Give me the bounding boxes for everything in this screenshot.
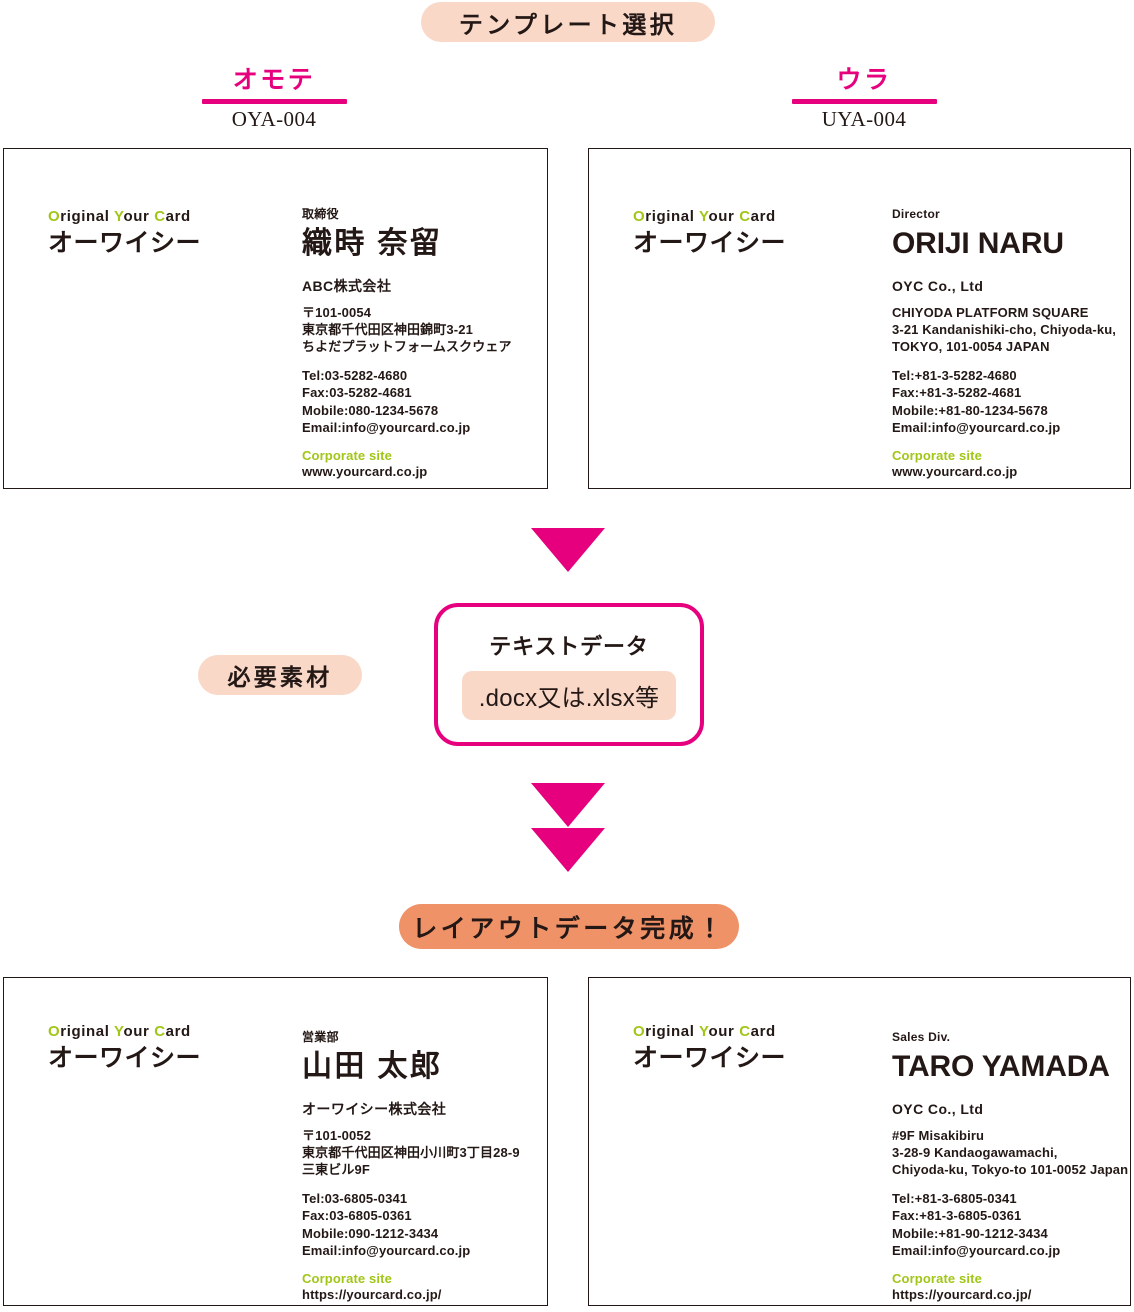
result-card-back-english: Original Your Card オーワイシー Sales Div. TAR… [588, 977, 1131, 1306]
card-job-title: 取締役 [302, 207, 339, 221]
card-site-label: Corporate site [302, 1270, 392, 1286]
layout-complete-badge: レイアウトデータ完成！ [399, 904, 739, 949]
text-data-formats-chip: .docx又は.xlsx等 [461, 671, 677, 720]
card-contact-fax: Fax:03-6805-0361 [302, 1208, 412, 1224]
card-company-name: ABC株式会社 [302, 278, 392, 295]
text-data-box: テキストデータ .docx又は.xlsx等 [434, 603, 704, 746]
card-site-label: Corporate site [892, 1270, 982, 1286]
card-contact-tel: Tel:+81-3-6805-0341 [892, 1190, 1017, 1206]
card-address-line: TOKYO, 101-0054 JAPAN [892, 339, 1050, 355]
card-contact-fax: Fax:+81-3-5282-4681 [892, 385, 1022, 401]
card-job-title: 営業部 [302, 1030, 339, 1044]
card-address: CHIYODA PLATFORM SQUARE 3-21 Kandanishik… [892, 305, 1116, 356]
card-person-name: 山田 太郎 [302, 1049, 443, 1083]
template-card-front-japanese: Original Your Card オーワイシー 取締役 織時 奈留 ABC株… [3, 148, 548, 489]
back-side-heading: ウラ UYA-004 [724, 66, 1004, 132]
card-address-line: 〒101-0054 [302, 305, 372, 321]
card-contact: Tel:03-5282-4680 Fax:03-5282-4681 Mobile… [302, 367, 512, 437]
template-selection-badge: テンプレート選択 [421, 2, 715, 42]
card-site: Corporate site https://yourcard.co.jp/ [302, 1271, 520, 1304]
card-contact-email: Email:info@yourcard.co.jp [892, 420, 1061, 436]
card-info: 営業部 山田 太郎 オーワイシー株式会社 〒101-0052 東京都千代田区神田… [302, 1030, 520, 1303]
card-logo-kana: オーワイシー [48, 228, 202, 257]
card-company-name: オーワイシー株式会社 [302, 1101, 447, 1118]
card-person-name: TARO YAMADA [892, 1049, 1110, 1083]
card-contact-fax: Fax:03-5282-4681 [302, 385, 412, 401]
card-site-url: https://yourcard.co.jp/ [892, 1286, 1032, 1302]
card-logo: Original Your Card オーワイシー [48, 208, 202, 259]
arrow-down-icon [531, 528, 605, 572]
card-contact-tel: Tel:03-6805-0341 [302, 1190, 408, 1206]
card-person-name: ORIJI NARU [892, 226, 1064, 260]
card-info: 取締役 織時 奈留 ABC株式会社 〒101-0054 東京都千代田区神田錦町3… [302, 207, 512, 480]
card-site: Corporate site https://yourcard.co.jp/ [892, 1271, 1128, 1304]
card-contact: Tel:+81-3-5282-4680 Fax:+81-3-5282-4681 … [892, 367, 1116, 437]
card-site: Corporate site www.yourcard.co.jp [302, 448, 512, 481]
card-contact-email: Email:info@yourcard.co.jp [892, 1243, 1061, 1259]
card-info: Director ORIJI NARU OYC Co., Ltd CHIYODA… [892, 207, 1116, 480]
card-job-title: Director [892, 207, 940, 221]
card-address: 〒101-0054 東京都千代田区神田錦町3-21 ちよだプラットフォームスクウ… [302, 305, 512, 356]
card-contact-tel: Tel:+81-3-5282-4680 [892, 367, 1017, 383]
card-contact-mobile: Mobile:+81-80-1234-5678 [892, 402, 1048, 418]
card-logo-english: Original Your Card [633, 208, 776, 225]
card-contact-mobile: Mobile:080-1234-5678 [302, 402, 439, 418]
arrow-down-icon [531, 828, 605, 872]
required-material-badge: 必要素材 [198, 655, 362, 695]
text-data-title: テキストデータ [489, 634, 649, 659]
card-address: #9F Misakibiru 3-28-9 Kandaogawamachi, C… [892, 1128, 1128, 1179]
card-logo-kana: オーワイシー [633, 228, 787, 257]
card-site-url: https://yourcard.co.jp/ [302, 1286, 442, 1302]
card-site-label: Corporate site [892, 447, 982, 463]
front-side-heading: オモテ OYA-004 [134, 66, 414, 132]
card-address-line: Chiyoda-ku, Tokyo-to 101-0052 Japan [892, 1162, 1129, 1178]
result-card-front-japanese: Original Your Card オーワイシー 営業部 山田 太郎 オーワイ… [3, 977, 548, 1306]
card-logo-english: Original Your Card [633, 1023, 776, 1040]
card-contact-mobile: Mobile:090-1212-3434 [302, 1225, 439, 1241]
card-info: Sales Div. TARO YAMADA OYC Co., Ltd #9F … [892, 1030, 1128, 1303]
card-contact-fax: Fax:+81-3-6805-0361 [892, 1208, 1022, 1224]
front-side-kana-label: オモテ [232, 66, 316, 94]
card-address-line: #9F Misakibiru [892, 1128, 985, 1144]
card-job-title: Sales Div. [892, 1030, 951, 1044]
card-address-line: 東京都千代田区神田小川町3丁目28-9 [302, 1145, 520, 1161]
card-address-line: CHIYODA PLATFORM SQUARE [892, 305, 1089, 321]
back-side-template-code: UYA-004 [821, 106, 907, 131]
card-address-line: ちよだプラットフォームスクウェア [302, 339, 512, 355]
card-address-line: 〒101-0052 [302, 1128, 372, 1144]
card-site-url: www.yourcard.co.jp [892, 463, 1018, 479]
back-side-underline [791, 98, 937, 104]
card-contact-email: Email:info@yourcard.co.jp [302, 1243, 471, 1259]
card-contact-tel: Tel:03-5282-4680 [302, 367, 408, 383]
card-contact-email: Email:info@yourcard.co.jp [302, 420, 471, 436]
card-contact-mobile: Mobile:+81-90-1212-3434 [892, 1225, 1048, 1241]
card-logo-kana: オーワイシー [633, 1043, 787, 1072]
front-side-template-code: OYA-004 [231, 106, 317, 131]
front-side-underline [201, 98, 347, 104]
card-logo-kana: オーワイシー [48, 1043, 202, 1072]
card-address-line: 3-21 Kandanishiki-cho, Chiyoda-ku, [892, 322, 1117, 338]
card-company-name: OYC Co., Ltd [892, 1101, 984, 1118]
template-card-back-english: Original Your Card オーワイシー Director ORIJI… [588, 148, 1131, 489]
card-site-url: www.yourcard.co.jp [302, 463, 428, 479]
card-address-line: 三東ビル9F [302, 1162, 370, 1178]
card-address-line: 3-28-9 Kandaogawamachi, [892, 1145, 1058, 1161]
card-logo-english: Original Your Card [48, 208, 191, 225]
card-logo: Original Your Card オーワイシー [48, 1023, 202, 1074]
card-logo: Original Your Card オーワイシー [633, 1023, 787, 1074]
card-address-line: 東京都千代田区神田錦町3-21 [302, 322, 473, 338]
card-contact: Tel:+81-3-6805-0341 Fax:+81-3-6805-0361 … [892, 1190, 1128, 1260]
card-address: 〒101-0052 東京都千代田区神田小川町3丁目28-9 三東ビル9F [302, 1128, 520, 1179]
card-logo-english: Original Your Card [48, 1023, 191, 1040]
card-contact: Tel:03-6805-0341 Fax:03-6805-0361 Mobile… [302, 1190, 520, 1260]
back-side-kana-label: ウラ [836, 66, 892, 94]
arrow-down-icon [531, 783, 605, 827]
card-company-name: OYC Co., Ltd [892, 278, 984, 295]
card-person-name: 織時 奈留 [302, 226, 443, 260]
card-logo: Original Your Card オーワイシー [633, 208, 787, 259]
card-site: Corporate site www.yourcard.co.jp [892, 448, 1116, 481]
card-site-label: Corporate site [302, 447, 392, 463]
